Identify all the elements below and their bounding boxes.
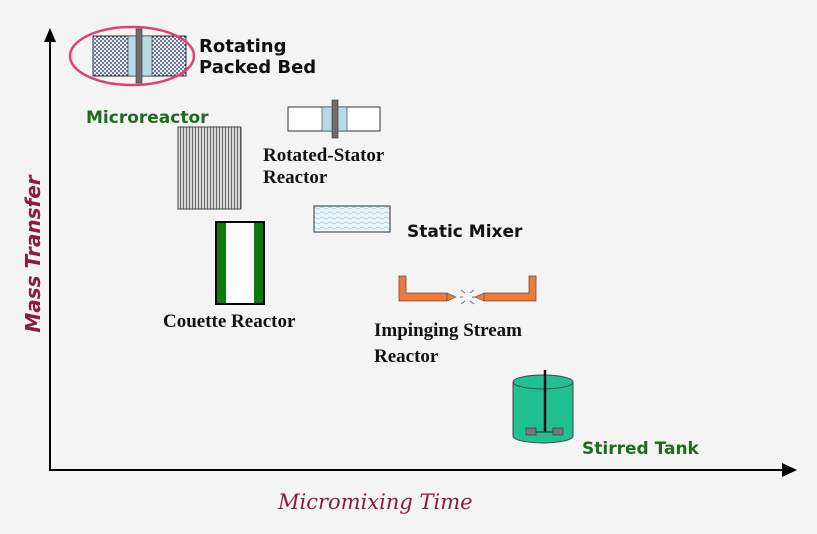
label-line: Couette Reactor xyxy=(163,311,296,332)
stirred-tank-icon xyxy=(512,370,574,444)
label-line: Reactor xyxy=(374,345,439,367)
label-line: Rotated-Stator xyxy=(263,145,385,166)
rotating-packed-bed-icon xyxy=(92,28,187,84)
rotated-stator-reactor-label: Rotated-Stator Reactor xyxy=(263,145,384,190)
label-line: Microreactor xyxy=(86,108,209,128)
x-axis-arrow-icon xyxy=(782,463,797,477)
y-axis-label: Mass Transfer xyxy=(21,175,45,333)
stirred-tank-label: Stirred Tank xyxy=(582,439,699,459)
rotating-packed-bed-label: Rotating Packed Bed xyxy=(199,36,316,78)
static-mixer-label: Static Mixer xyxy=(407,222,522,242)
impinging-stream-reactor-label: Impinging Stream Reactor xyxy=(374,318,522,369)
highlight-ellipse xyxy=(68,25,196,87)
x-axis-label: Micromixing Time xyxy=(278,490,473,514)
label-line: Rotating xyxy=(199,36,287,57)
microreactor-icon xyxy=(177,126,242,210)
static-mixer-icon xyxy=(313,205,391,233)
label-line: Stirred Tank xyxy=(582,439,699,459)
impinging-stream-icon xyxy=(398,275,537,305)
label-line: Reactor xyxy=(263,167,328,189)
couette-reactor-icon xyxy=(215,221,265,305)
label-line: Static Mixer xyxy=(407,222,523,242)
rotated-stator-icon xyxy=(287,99,381,139)
label-line: Impinging Stream xyxy=(374,320,522,341)
microreactor-label: Microreactor xyxy=(86,108,209,128)
label-line: Packed Bed xyxy=(199,57,317,79)
couette-reactor-label: Couette Reactor xyxy=(163,311,295,333)
y-axis-arrow-icon xyxy=(44,28,56,42)
